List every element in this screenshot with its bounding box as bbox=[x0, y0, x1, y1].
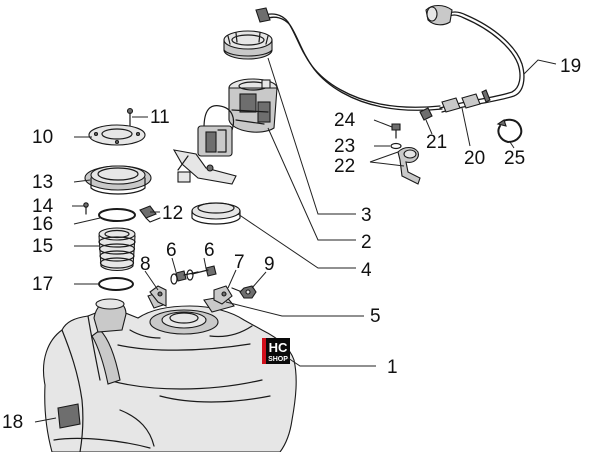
bolt-6b bbox=[186, 265, 217, 281]
callout-2: 2 bbox=[361, 232, 372, 253]
callout-10: 10 bbox=[32, 127, 53, 148]
callout-13: 13 bbox=[32, 172, 53, 193]
screw-14 bbox=[83, 202, 89, 215]
logo-line1: HC bbox=[269, 340, 288, 355]
callout-6b: 6 bbox=[204, 240, 215, 261]
screw-24 bbox=[391, 123, 401, 139]
callout-22: 22 bbox=[334, 156, 355, 177]
washer-23 bbox=[390, 142, 402, 150]
callout-24: 24 bbox=[334, 110, 356, 131]
callout-5: 5 bbox=[370, 306, 381, 327]
o-ring-16 bbox=[98, 208, 136, 222]
bolt-6a bbox=[170, 270, 199, 285]
callout-14: 14 bbox=[32, 196, 54, 217]
clamp-25 bbox=[496, 118, 523, 143]
callout-19: 19 bbox=[560, 56, 581, 77]
sender-4 bbox=[172, 105, 237, 185]
nut-9 bbox=[239, 285, 257, 299]
bracket-8 bbox=[149, 285, 167, 307]
callout-12: 12 bbox=[162, 203, 183, 224]
bracket-22 bbox=[397, 146, 421, 185]
callout-18: 18 bbox=[2, 412, 23, 433]
flange-ring-13 bbox=[84, 165, 152, 195]
callout-17: 17 bbox=[32, 274, 53, 295]
ring-plate-10 bbox=[88, 124, 146, 146]
callout-9: 9 bbox=[264, 254, 275, 275]
callout-3: 3 bbox=[361, 205, 372, 226]
callout-23: 23 bbox=[334, 136, 355, 157]
callout-15: 15 bbox=[32, 236, 53, 257]
bracket-7 bbox=[213, 285, 243, 305]
callout-11: 11 bbox=[150, 107, 170, 128]
ring-17 bbox=[98, 277, 134, 291]
callout-8: 8 bbox=[140, 254, 151, 275]
clip-12 bbox=[139, 205, 161, 223]
hc-shop-logo: HC SHOP bbox=[262, 338, 290, 364]
lock-ring-3 bbox=[223, 30, 273, 60]
callout-6a: 6 bbox=[166, 240, 177, 261]
clip-21 bbox=[419, 107, 433, 121]
sleeve-15 bbox=[98, 227, 136, 272]
callout-16: 16 bbox=[32, 214, 53, 235]
seal-ring-4 bbox=[191, 202, 241, 225]
screw-11 bbox=[126, 107, 134, 129]
fuel-pump-2 bbox=[228, 78, 278, 133]
logo-line2: SHOP bbox=[268, 356, 288, 363]
callout-20: 20 bbox=[464, 148, 485, 169]
fuel-tank bbox=[42, 291, 297, 453]
callout-4: 4 bbox=[361, 260, 372, 281]
callout-labels: 1 2 3 4 5 6 6 7 8 9 10 11 12 13 14 15 16… bbox=[2, 56, 581, 433]
fuel-hose-19 bbox=[255, 4, 525, 113]
callout-1: 1 bbox=[387, 357, 398, 378]
callout-7: 7 bbox=[234, 252, 245, 273]
callout-25: 25 bbox=[504, 148, 525, 169]
callout-21: 21 bbox=[426, 132, 447, 153]
leader-lines bbox=[34, 57, 557, 423]
